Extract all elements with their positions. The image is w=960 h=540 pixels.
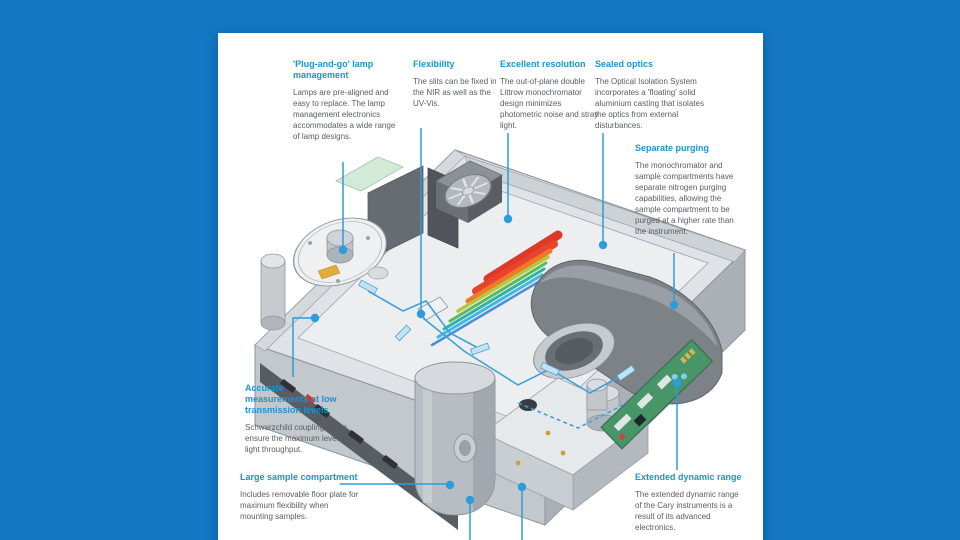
callout-title: 'Plug-and-go' lamp management [293, 59, 374, 80]
cooling-fan [435, 160, 503, 223]
dot-large-sample [445, 480, 455, 490]
callout-title: Excellent resolution [500, 59, 586, 69]
corner-cylinder [260, 253, 286, 331]
callout-sealed-optics: Sealed optics The Optical Isolation Syst… [595, 59, 713, 131]
dot-cutoff-right [517, 482, 527, 492]
instrument-illustration [253, 128, 747, 540]
dot-extended-dynamic [672, 378, 682, 388]
dot-sealed-optics [598, 240, 608, 250]
callout-body: The Optical Isolation System incorporate… [595, 77, 704, 130]
callout-body: Includes removable floor plate for maxim… [240, 490, 359, 521]
leader-lines [292, 128, 678, 540]
callout-extended-dynamic: Extended dynamic range The extended dyna… [635, 472, 747, 533]
leader-accurate-measurements [292, 317, 311, 377]
dot-cutoff-left [465, 495, 475, 505]
dot-separate-purging [669, 300, 679, 310]
callout-body: Schwarzchild coupling optics ensure the … [245, 423, 348, 454]
leader-dots [310, 214, 682, 505]
callout-title: Sealed optics [595, 59, 654, 69]
purge-cylinder [586, 378, 608, 411]
dot-accurate-measurements [310, 313, 320, 323]
callout-accurate-measurements: Accurate measurements at low transmissio… [245, 383, 349, 455]
dot-plug-and-go [338, 245, 348, 255]
detector-cylinder [414, 361, 496, 516]
callout-title: Accurate measurements at low transmissio… [245, 383, 337, 415]
callout-title: Extended dynamic range [635, 472, 742, 482]
dot-flexibility [416, 309, 426, 319]
electronics-pcb [600, 339, 714, 450]
callout-body: The extended dynamic range of the Cary i… [635, 490, 739, 532]
callout-title: Large sample compartment [240, 472, 358, 482]
rainbow-beams [430, 230, 563, 347]
callout-title: Separate purging [635, 143, 710, 153]
callout-body: Lamps are pre-aligned and easy to replac… [293, 88, 396, 141]
infographic-card: 'Plug-and-go' lamp management Lamps are … [218, 33, 763, 540]
callout-title: Flexibility [413, 59, 455, 69]
callout-body: The slits can be fixed in the NIR as wel… [413, 77, 497, 108]
mirrors [358, 279, 636, 382]
callout-body: The monochromator and sample compartment… [635, 161, 734, 236]
callout-flexibility: Flexibility The slits can be fixed in th… [413, 59, 505, 109]
callout-body: The out-of-plane double Littrow monochro… [500, 77, 599, 130]
callout-large-sample: Large sample compartment Includes remova… [240, 472, 360, 522]
light-path [367, 290, 627, 429]
callout-separate-purging: Separate purging The monochromator and s… [635, 143, 747, 237]
callout-excellent-resolution: Excellent resolution The out-of-plane do… [500, 59, 600, 131]
dot-excellent-resolution [503, 214, 513, 224]
callout-plug-and-go: 'Plug-and-go' lamp management Lamps are … [293, 59, 397, 142]
